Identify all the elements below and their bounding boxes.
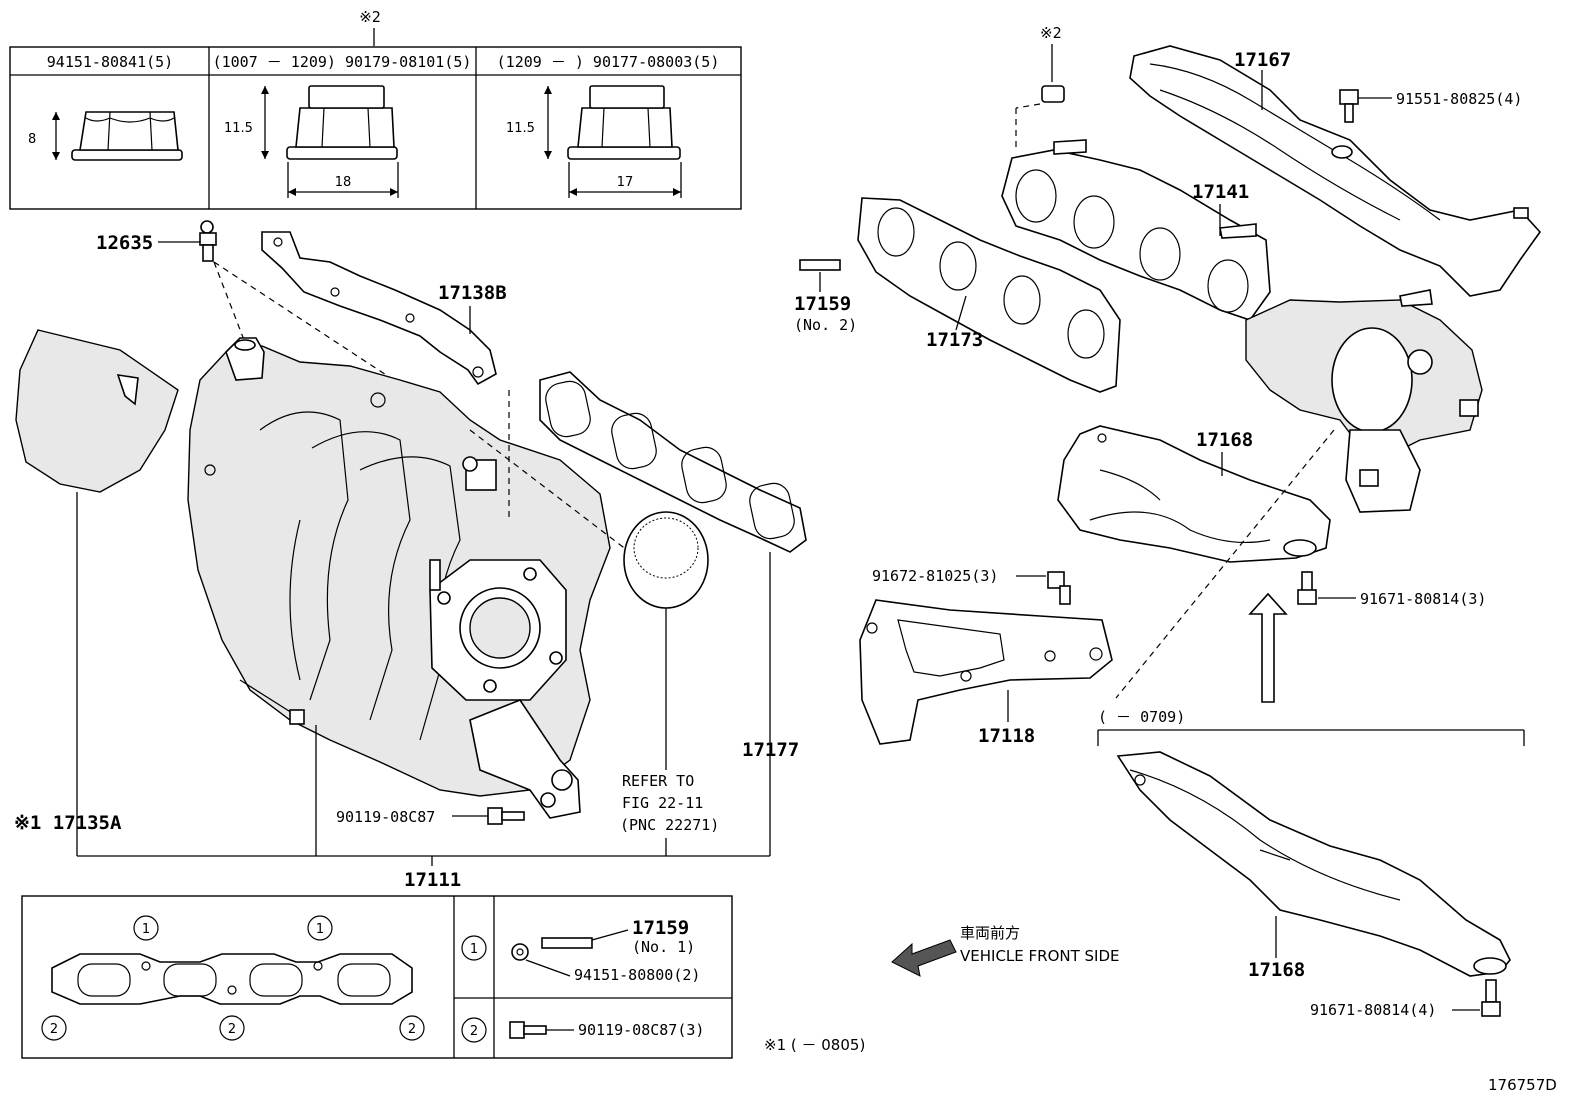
row2-index: 2 <box>470 1024 478 1039</box>
bolt-icon <box>1481 979 1501 1017</box>
bracket-17138b-icon <box>261 231 497 386</box>
flange-nut-tall-icon <box>286 85 398 160</box>
bracket-17118-icon <box>859 599 1113 745</box>
front-label-en: VEHICLE FRONT SIDE <box>960 947 1120 965</box>
callout-17159-sub: (No. 2) <box>794 316 857 334</box>
row1-sub: (No. 1) <box>632 938 695 956</box>
circle-2-label: 2 <box>408 1022 416 1037</box>
bolt-icon <box>487 807 525 825</box>
heat-insulator-17168-lower-icon <box>1116 751 1511 977</box>
callout-91671-b: 91671-80814(4) <box>1310 1001 1436 1019</box>
front-label-jp: 車両前方 <box>960 924 1020 942</box>
callout-17168-bottom: 17168 <box>1248 959 1305 981</box>
refer-line-1: REFER TO <box>622 772 694 790</box>
row1-nut: 94151-80800(2) <box>574 966 700 984</box>
circle-1-label: 1 <box>142 922 150 937</box>
breather-fitting-icon <box>199 220 217 262</box>
callout-91551: 91551-80825(4) <box>1396 90 1522 108</box>
callout-17159: 17159 <box>794 293 851 315</box>
callout-91671-a: 91671-80814(3) <box>1360 590 1486 608</box>
bolt-icon <box>509 1021 547 1039</box>
callout-17167: 17167 <box>1234 49 1291 71</box>
callout-17118: 17118 <box>978 725 1035 747</box>
nut-spec-table: ※2 94151-80841(5) (1007 － 1209) 90179-08… <box>9 8 742 210</box>
heat-insulator-17168-upper-icon <box>1057 425 1331 563</box>
direction-arrow-icon <box>1248 592 1288 703</box>
bolt-icon <box>1047 571 1071 605</box>
circle-2-label: 2 <box>50 1022 58 1037</box>
table-mark-note: ※2 <box>359 8 381 26</box>
callout-17177: 17177 <box>742 739 799 761</box>
circle-2-label: 2 <box>228 1022 236 1037</box>
callout-17138b: 17138B <box>438 282 507 304</box>
heat-insulator-17167-icon <box>1129 45 1542 297</box>
nut-icon <box>1041 85 1065 103</box>
dim-w3: 17 <box>617 175 634 190</box>
flange-nut-icon <box>71 111 183 161</box>
stud-icon <box>541 937 593 949</box>
dim-h1: 8 <box>28 132 36 147</box>
bolt-icon <box>1297 571 1317 605</box>
row2-bolt: 90119-08C87(3) <box>578 1021 704 1039</box>
dim-h2: 11.5 <box>224 121 253 136</box>
intake-gasket-17177-icon <box>539 371 807 553</box>
refer-line-3: (PNC 22271) <box>620 816 719 834</box>
flange-nut-tall-icon <box>567 85 681 160</box>
callout-17168-top: 17168 <box>1196 429 1253 451</box>
exhaust-gasket-17173-icon <box>51 953 413 1005</box>
callout-17135a: ※1 17135A <box>14 812 122 834</box>
vehicle-front-arrow-icon <box>891 939 957 977</box>
callout-12635: 12635 <box>96 232 153 254</box>
nut-icon <box>511 943 529 961</box>
note-1: ※1 ( － 0805) <box>764 1036 865 1054</box>
callout-17111: 17111 <box>404 869 461 891</box>
table-header-3: (1209 － ) 90177-08003(5) <box>497 53 720 71</box>
engine-cover-17135a-icon <box>15 329 179 493</box>
mark2-top: ※2 <box>1040 24 1062 42</box>
throttle-gasket-icon <box>623 511 709 609</box>
callout-17141: 17141 <box>1192 181 1249 203</box>
refer-line-2: FIG 22-11 <box>622 794 703 812</box>
table-header-2: (1007 － 1209) 90179-08101(5) <box>213 53 472 71</box>
intake-manifold-icon <box>187 337 611 819</box>
callout-17173: 17173 <box>926 329 983 351</box>
callout-90119-a: 90119-08C87 <box>336 808 435 826</box>
dim-w2: 18 <box>335 175 352 190</box>
table-header-1: 94151-80841(5) <box>47 53 173 71</box>
stud-icon <box>799 259 841 271</box>
row1-index: 1 <box>470 942 478 957</box>
range-0709: ( － 0709) <box>1098 708 1185 726</box>
row1-part: 17159 <box>632 917 689 939</box>
bolt-icon <box>1339 89 1359 123</box>
exhaust-gasket-17173-icon <box>857 197 1121 393</box>
exhaust-manifold-17141-icon <box>1001 139 1483 513</box>
dim-h3: 11.5 <box>506 121 535 136</box>
figure-id: 176757D <box>1488 1076 1557 1094</box>
callout-91672: 91672-81025(3) <box>872 567 998 585</box>
gasket-detail-box: 1 1 2 2 2 1 2 17159 (No. 1) 94151-80800(… <box>21 895 733 1059</box>
circle-1-label: 1 <box>316 922 324 937</box>
